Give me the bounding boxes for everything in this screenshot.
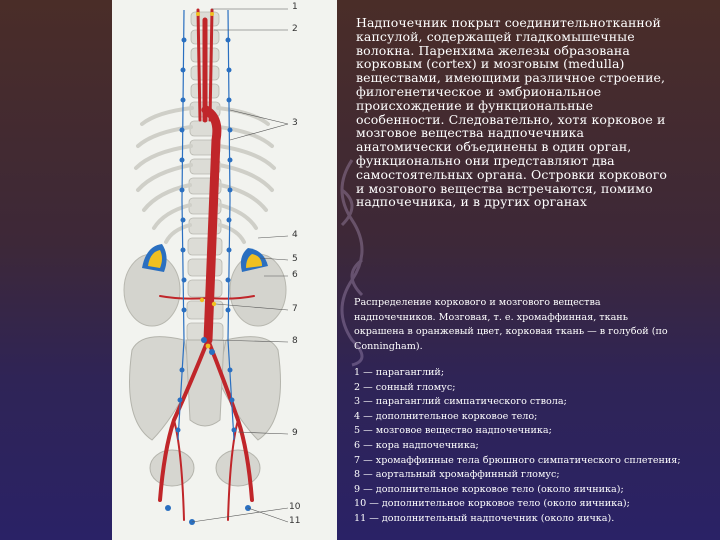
figure-label-9: 9 — [292, 428, 298, 438]
pelvis — [129, 336, 281, 487]
figure-label-7: 7 — [292, 304, 298, 314]
chromaffin-bodies — [196, 12, 217, 349]
legend-item: 9 — дополнительное корковое тело (около … — [354, 483, 624, 495]
arterial-tree — [158, 8, 255, 521]
main-paragraph: Надпочечник покрыт соединительнотканной … — [356, 15, 668, 210]
right-adrenal — [240, 248, 268, 272]
anatomy-drawing — [123, 8, 289, 525]
legend-item: 5 — мозговое вещество надпочечника; — [354, 425, 552, 437]
figure-legend: 1 — параганглий; 2 — сонный гломус; 3 — … — [354, 366, 704, 527]
legend-item: 6 — кора надпочечника; — [354, 439, 479, 451]
sympathetic-trunks — [177, 9, 235, 441]
legend-item: 11 — дополнительный надпочечник (около я… — [354, 512, 615, 524]
figure-label-5: 5 — [292, 254, 298, 264]
legend-item: 8 — аортальный хромаффинный гломус; — [354, 469, 560, 481]
figure-label-3: 3 — [292, 118, 298, 128]
ribs — [134, 106, 276, 244]
leader-lines — [191, 8, 289, 523]
anatomical-figure: 1 2 3 4 5 6 7 8 9 10 11 — [112, 0, 337, 540]
legend-item: 3 — параганглий симпатического ствола; — [354, 396, 567, 408]
decorative-ornament — [340, 159, 364, 367]
legend-item: 2 — сонный гломус; — [354, 381, 456, 393]
figure-caption: Распределение коркового и мозгового веще… — [354, 297, 668, 352]
figure-label-6: 6 — [292, 270, 298, 280]
figure-label-11: 11 — [289, 516, 301, 526]
legend-item: 4 — дополнительное корковое тело; — [354, 410, 538, 422]
figure-label-2: 2 — [292, 24, 298, 34]
figure-label-8: 8 — [292, 336, 298, 346]
text-panel: Надпочечник покрыт соединительнотканной … — [352, 0, 717, 540]
paraganglia-dots — [165, 37, 251, 525]
legend-item: 7 — хромаффинные тела брюшного симпатиче… — [354, 454, 681, 466]
figure-label-1: 1 — [292, 2, 298, 12]
figure-label-10: 10 — [289, 502, 301, 512]
left-adrenal — [142, 244, 167, 272]
figure-label-4: 4 — [292, 230, 298, 240]
legend-item: 1 — параганглий; — [354, 367, 445, 378]
legend-item: 10 — дополнительное корковое тело (около… — [354, 498, 630, 510]
